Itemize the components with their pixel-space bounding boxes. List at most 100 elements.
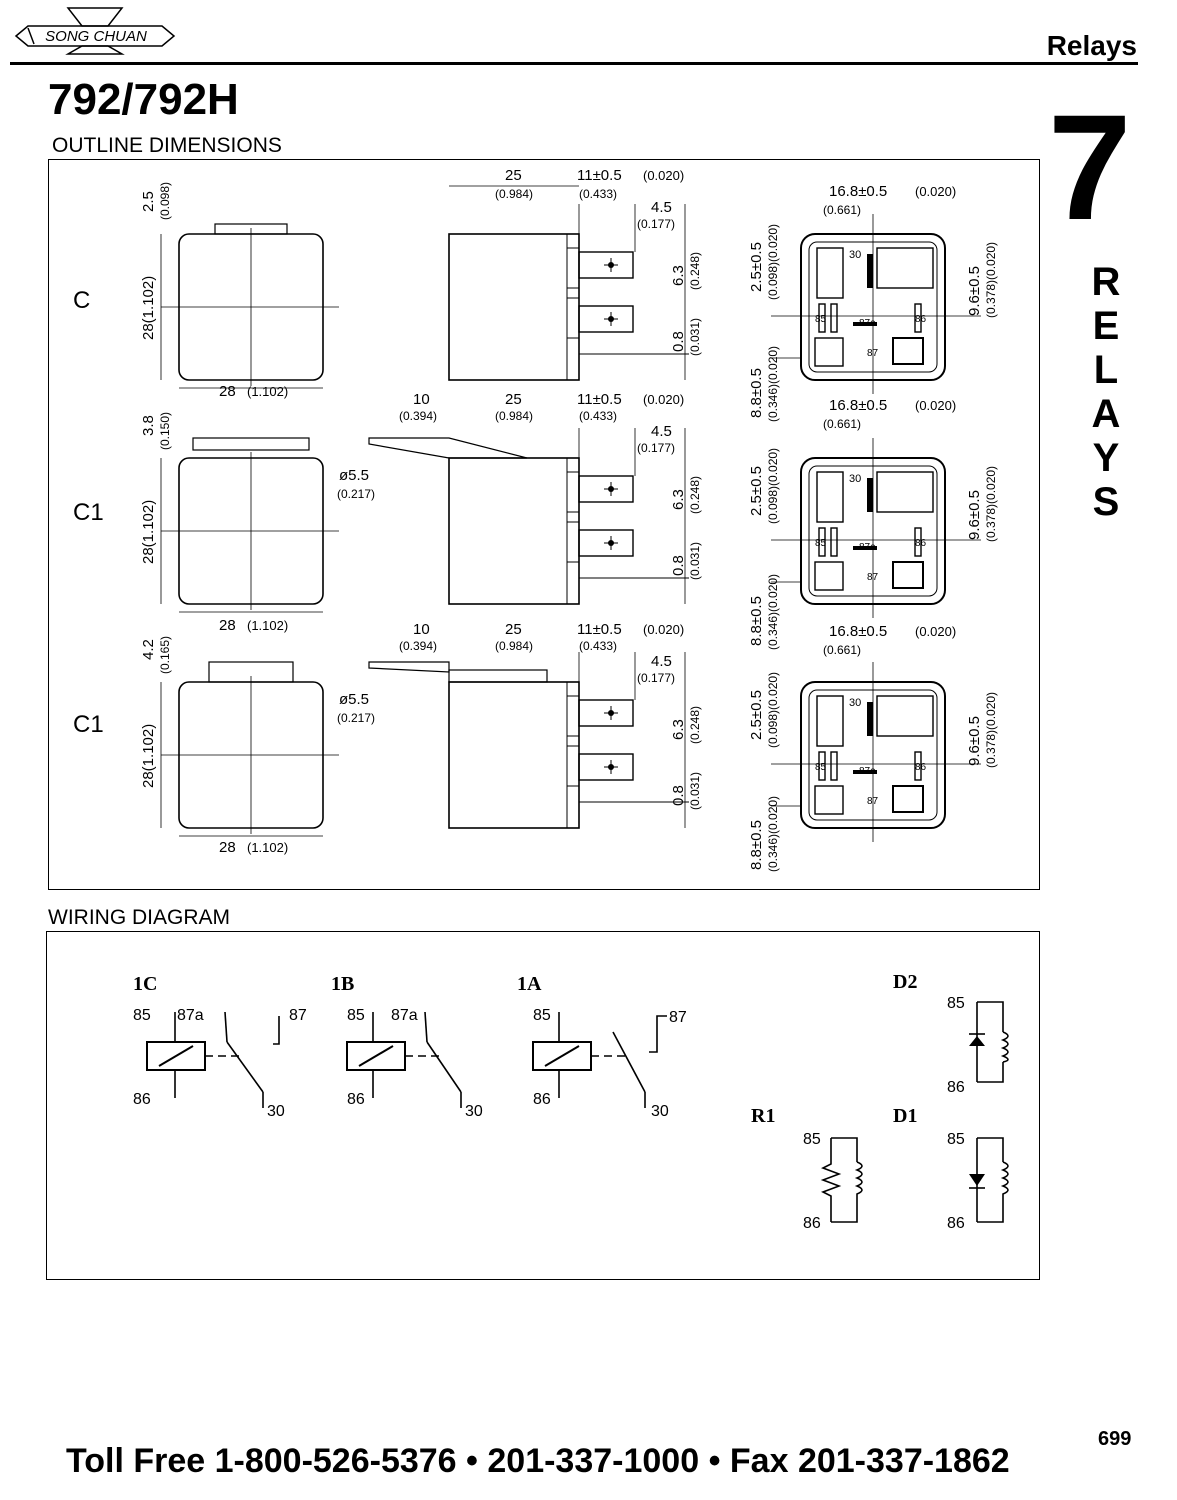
header-category: Relays bbox=[1046, 30, 1137, 61]
wiring-label: 1B bbox=[331, 973, 354, 995]
outline-row-label: C1 bbox=[73, 711, 104, 738]
dim-terminal-len: 11±0.5 bbox=[577, 391, 622, 408]
dim-terminal-pitch-in: (0.248) bbox=[688, 252, 702, 290]
dim-height: 28(1.102) bbox=[140, 500, 157, 564]
dim-bottom-w: 16.8±0.5 bbox=[829, 397, 887, 414]
dim-pin-a-in: (0.098)(0.020) bbox=[766, 224, 780, 300]
dim-terminal-pitch-in: (0.248) bbox=[688, 476, 702, 514]
dim-top-in: (0.165) bbox=[158, 636, 172, 674]
dim-hole-in: (0.217) bbox=[337, 487, 375, 501]
pin-label: 87a bbox=[859, 766, 876, 777]
dim-pin-b-in: (0.378)(0.020) bbox=[984, 466, 998, 542]
bottom-view-row2 bbox=[770, 437, 982, 619]
dim-pin-b: 9.6±0.5 bbox=[966, 490, 983, 540]
side-tab-letter: Y bbox=[1092, 436, 1120, 480]
side-tab-letter: A bbox=[1091, 392, 1121, 436]
dim-bracket-len: 10 bbox=[413, 621, 430, 638]
dim-terminal-len-in: (0.433) bbox=[579, 409, 617, 423]
bottom-view-row3 bbox=[770, 661, 982, 843]
dim-bottom-tol-in: (0.020) bbox=[915, 624, 956, 639]
wiring-pin: 85 bbox=[533, 1007, 551, 1024]
dim-terminal-w-in: (0.177) bbox=[637, 217, 675, 231]
pin-label: 87 bbox=[867, 572, 879, 583]
dim-terminal-w-in: (0.177) bbox=[637, 671, 675, 685]
dim-bottom-w: 16.8±0.5 bbox=[829, 183, 887, 200]
dim-pin-b: 9.6±0.5 bbox=[966, 716, 983, 766]
wiring-frame: 1C 85 86 87a 87 30 1B 85 86 87a 30 bbox=[46, 931, 1040, 1280]
pin-label: 85 bbox=[815, 314, 827, 325]
side-tab-letter: L bbox=[1093, 348, 1119, 392]
outline-title: OUTLINE DIMENSIONS bbox=[52, 134, 282, 157]
dim-pin-a: 2.5±0.5 bbox=[748, 466, 765, 516]
dim-terminal-w: 4.5 bbox=[651, 199, 672, 216]
dim-terminal-thk: 0.8 bbox=[670, 331, 687, 352]
wiring-label: R1 bbox=[751, 1105, 775, 1127]
wiring-label: 1A bbox=[517, 973, 542, 995]
wiring-d1: D1 85 86 bbox=[893, 1105, 1009, 1232]
wiring-1a: 1A 85 86 87 30 bbox=[517, 973, 687, 1120]
wiring-1b: 1B 85 86 87a 30 bbox=[331, 973, 483, 1120]
wiring-1c: 1C 85 86 87a 87 30 bbox=[133, 973, 307, 1120]
dim-bracket-len-in: (0.394) bbox=[399, 639, 437, 653]
dim-terminal-tol-in: (0.020) bbox=[643, 168, 684, 183]
dim-top: 3.8 bbox=[140, 415, 157, 436]
pin-label: 30 bbox=[849, 473, 861, 485]
pin-label: 85 bbox=[815, 538, 827, 549]
dim-width: 28 bbox=[219, 839, 236, 856]
dim-terminal-len: 11±0.5 bbox=[577, 621, 622, 638]
dim-width-in: (1.102) bbox=[247, 618, 288, 633]
pin-label: 30 bbox=[849, 249, 861, 261]
pin-label: 86 bbox=[915, 762, 927, 773]
dim-bottom-w-in: (0.661) bbox=[823, 643, 861, 657]
dim-terminal-tol-in: (0.020) bbox=[643, 622, 684, 637]
dim-pin-a-in: (0.098)(0.020) bbox=[766, 448, 780, 524]
dim-width: 28 bbox=[219, 383, 236, 400]
dim-side-width: 25 bbox=[505, 391, 522, 408]
dim-bracket-len-in: (0.394) bbox=[399, 409, 437, 423]
dim-top: 4.2 bbox=[140, 639, 157, 660]
wiring-pin: 86 bbox=[803, 1215, 821, 1232]
dim-terminal-pitch: 6.3 bbox=[670, 489, 687, 510]
pin-label: 87a bbox=[859, 542, 876, 553]
dim-pin-c-in: (0.346)(0.020) bbox=[766, 346, 780, 422]
wiring-pin: 87 bbox=[289, 1007, 307, 1024]
dim-bottom-tol-in: (0.020) bbox=[915, 398, 956, 413]
side-tab-letter: S bbox=[1092, 480, 1120, 524]
dim-top: 2.5 bbox=[140, 191, 157, 212]
wiring-label: D1 bbox=[893, 1105, 917, 1127]
dim-bracket-len: 10 bbox=[413, 391, 430, 408]
wiring-pin: 87a bbox=[391, 1007, 418, 1024]
dim-terminal-len: 11±0.5 bbox=[577, 167, 622, 184]
dim-height: 28(1.102) bbox=[140, 724, 157, 788]
side-view-row2 bbox=[368, 427, 690, 605]
dim-terminal-len-in: (0.433) bbox=[579, 639, 617, 653]
dim-terminal-w-in: (0.177) bbox=[637, 441, 675, 455]
wiring-r1: R1 85 86 bbox=[751, 1105, 863, 1232]
dim-pin-a: 2.5±0.5 bbox=[748, 242, 765, 292]
bottom-view-row1 bbox=[770, 213, 982, 395]
dim-hole: ø5.5 bbox=[339, 467, 369, 484]
side-tab-letter: R bbox=[1091, 260, 1121, 304]
dim-side-width-in: (0.984) bbox=[495, 187, 533, 201]
side-view-row3 bbox=[368, 651, 690, 829]
outline-row-label: C1 bbox=[73, 499, 104, 526]
dim-terminal-thk: 0.8 bbox=[670, 785, 687, 806]
dim-terminal-tol-in: (0.020) bbox=[643, 392, 684, 407]
wiring-pin: 85 bbox=[347, 1007, 365, 1024]
dim-terminal-pitch: 6.3 bbox=[670, 265, 687, 286]
pin-label: 86 bbox=[915, 314, 927, 325]
wiring-d2: D2 85 86 bbox=[893, 971, 1009, 1096]
footer-contact: Toll Free 1-800-526-5376 • 201-337-1000 … bbox=[66, 1442, 1010, 1480]
dim-pin-c: 8.8±0.5 bbox=[748, 368, 765, 418]
pin-label: 87 bbox=[867, 796, 879, 807]
dim-width: 28 bbox=[219, 617, 236, 634]
dim-terminal-len-in: (0.433) bbox=[579, 187, 617, 201]
header-rule bbox=[10, 62, 1138, 65]
dim-bottom-w-in: (0.661) bbox=[823, 203, 861, 217]
dim-terminal-pitch: 6.3 bbox=[670, 719, 687, 740]
outline-row-label: C bbox=[73, 287, 90, 314]
dim-bottom-w-in: (0.661) bbox=[823, 417, 861, 431]
dim-pin-b-in: (0.378)(0.020) bbox=[984, 692, 998, 768]
logo-mark-icon: SONG CHUAN bbox=[14, 7, 176, 55]
pin-label: 30 bbox=[849, 697, 861, 709]
